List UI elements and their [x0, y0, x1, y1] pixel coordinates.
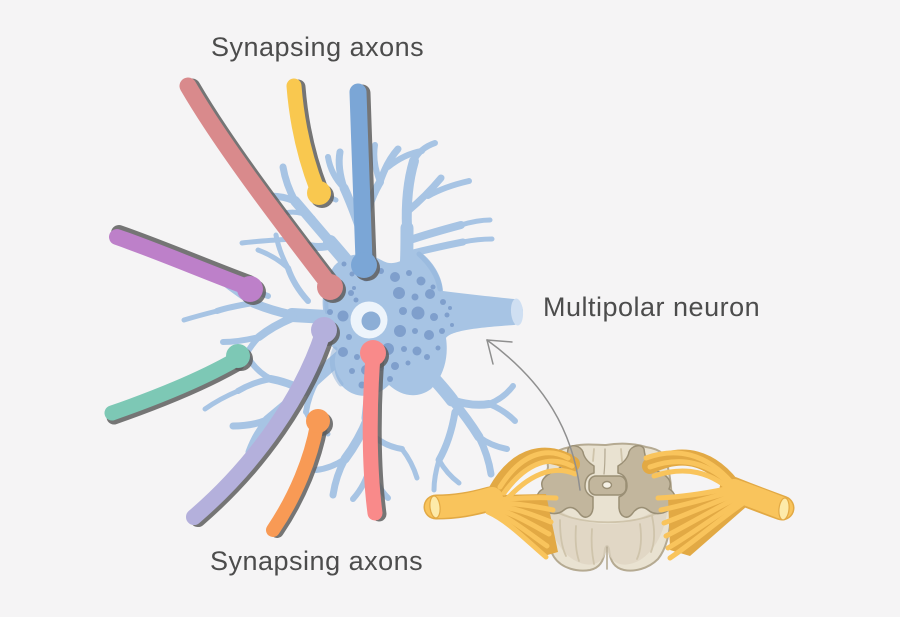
central-canal [601, 480, 613, 490]
label-multipolar-neuron: Multipolar neuron [543, 292, 761, 322]
orchid-bouton [237, 276, 263, 302]
blue-bouton [351, 252, 377, 278]
nucleolus [361, 311, 381, 331]
synapsing-axon-teal [104, 344, 253, 425]
synapsing-axon-yellow [286, 78, 334, 208]
spinal-nerve-left [423, 447, 580, 560]
salmon-bouton [360, 340, 386, 366]
lavender-bouton [311, 317, 337, 343]
label-synapsing-axons-bottom: Synapsing axons [210, 546, 424, 576]
spinal-nerve-right [642, 449, 795, 561]
synapsing-axon-rose [179, 77, 346, 303]
teal-bouton [226, 344, 250, 368]
pointer-arrow [486, 339, 581, 491]
soma-granules [327, 261, 454, 389]
label-synapsing-axons-top: Synapsing axons [211, 32, 425, 62]
axon-tip [510, 298, 524, 326]
synapsing-axon-lavender [186, 317, 340, 527]
nerve-cut-end-left [429, 495, 441, 519]
synapsing-axon-salmon [360, 340, 389, 522]
nucleus [350, 301, 388, 339]
spinal-cord-illustration [423, 442, 795, 572]
nerve-cut-end-right [778, 497, 790, 521]
rose-bouton [317, 274, 343, 300]
synapsing-axon-blue [349, 83, 380, 281]
synapsing-axon-orange [266, 409, 333, 538]
orange-bouton [306, 409, 330, 433]
yellow-bouton [307, 181, 331, 205]
synapsing-axon-orchid [109, 225, 266, 305]
posterior-median-sulcus [603, 448, 606, 475]
